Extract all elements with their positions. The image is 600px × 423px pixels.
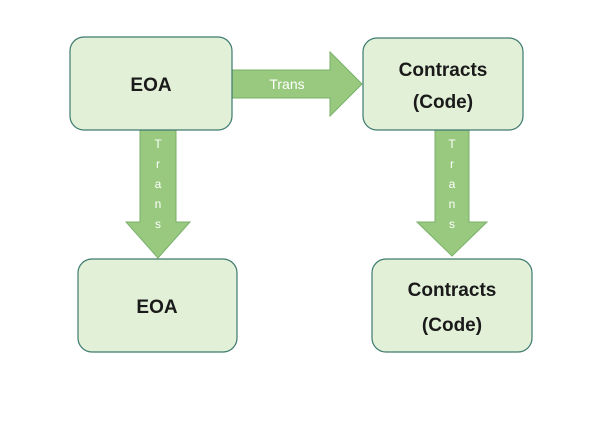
node-contracts-top-line2: (Code) [413, 92, 473, 113]
node-eoa-top-label: EOA [130, 75, 171, 96]
node-contracts-top: Contracts (Code) [362, 37, 524, 131]
arrow-down-right-shape [415, 129, 489, 257]
node-eoa-bottom-label: EOA [136, 297, 177, 318]
node-eoa-top: EOA [69, 36, 233, 131]
vertical-label-char: a [155, 177, 162, 191]
vertical-label-char: r [156, 157, 160, 171]
node-contracts-bottom: Contracts (Code) [371, 258, 533, 353]
vertical-label-char: T [154, 137, 162, 151]
arrow-down-left-shape [124, 129, 192, 259]
arrow-right-shape [231, 50, 363, 118]
vertical-label-char: n [449, 197, 456, 211]
vertical-label-char: s [155, 217, 161, 231]
node-contracts-bottom-line1: Contracts [408, 280, 497, 301]
node-contracts-top-line1: Contracts [399, 60, 488, 81]
node-eoa-top-box [69, 36, 233, 131]
node-contracts-top-box [362, 37, 524, 131]
arrow-eoa-to-contracts: Trans [231, 50, 363, 118]
vertical-label-char: s [449, 217, 455, 231]
vertical-label-char: r [450, 157, 454, 171]
node-eoa-bottom: EOA [77, 258, 238, 353]
arrow-right-label: Trans [269, 76, 304, 92]
vertical-label-char: n [155, 197, 162, 211]
node-eoa-bottom-box [77, 258, 238, 353]
vertical-label-char: a [449, 177, 456, 191]
vertical-label-char: T [448, 137, 456, 151]
node-contracts-bottom-box [371, 258, 533, 353]
node-contracts-bottom-line2: (Code) [422, 315, 482, 336]
